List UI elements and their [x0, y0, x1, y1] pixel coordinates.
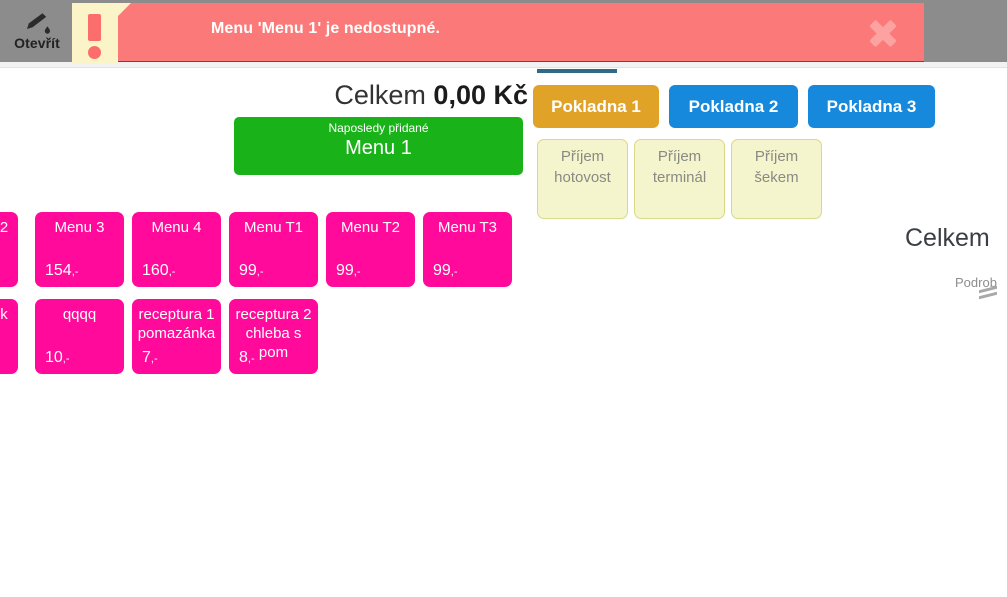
- product-tile[interactable]: Menu 3 154,-: [35, 212, 124, 287]
- last-added-card[interactable]: Naposledy přidané Menu 1: [234, 117, 523, 175]
- right-detail-label: Podrob: [955, 275, 997, 290]
- product-tile[interactable]: Menu T1 99,-: [229, 212, 318, 287]
- product-price: 8,-: [239, 349, 255, 366]
- product-name: qqqq: [62, 306, 97, 323]
- product-tile[interactable]: 2: [0, 212, 18, 287]
- alert-message: Menu 'Menu 1' je nedostupné.: [211, 20, 441, 37]
- product-price: 99,-: [336, 262, 361, 279]
- product-name: Menu 4: [151, 219, 202, 236]
- exclamation-dot: [88, 46, 101, 59]
- product-price: 7,-: [142, 349, 158, 366]
- alert-body: Menu 'Menu 1' je nedostupné.: [118, 3, 924, 63]
- product-tile[interactable]: qqqq 10,-: [35, 299, 124, 374]
- right-total-label: Celkem: [905, 224, 990, 252]
- order-total-label: Celkem: [334, 80, 426, 110]
- product-tile[interactable]: Menu T3 99,-: [423, 212, 512, 287]
- order-total: Celkem 0,00 Kč: [183, 80, 528, 111]
- open-drawer-button[interactable]: Otevřít: [4, 2, 70, 60]
- product-name: receptura 1 pomazánka: [137, 306, 216, 342]
- register-tab-1[interactable]: Pokladna 1: [533, 85, 659, 128]
- product-name: receptura 2 chleba s pom: [235, 306, 312, 361]
- product-name: Menu 3: [54, 219, 105, 236]
- top-toolbar: Otevřít Menu 'Menu 1' je nedostupné.: [0, 0, 1007, 68]
- register-tab-3[interactable]: Pokladna 3: [808, 85, 935, 128]
- product-tile[interactable]: Menu T2 99,-: [326, 212, 415, 287]
- product-tile[interactable]: k: [0, 299, 18, 374]
- product-tile[interactable]: receptura 1 pomazánka 7,-: [132, 299, 221, 374]
- product-tile[interactable]: Menu 4 160,-: [132, 212, 221, 287]
- close-icon[interactable]: [866, 17, 898, 49]
- active-register-underline: [537, 69, 617, 73]
- product-price: 99,-: [239, 262, 264, 279]
- product-tile[interactable]: receptura 2 chleba s pom 8,-: [229, 299, 318, 374]
- product-name: Menu T2: [341, 219, 400, 236]
- last-added-value: Menu 1: [345, 137, 412, 159]
- toolbar-seam: [0, 62, 1007, 68]
- order-total-amount: 0,00 Kč: [433, 80, 528, 110]
- last-added-caption: Naposledy přidané: [328, 121, 429, 135]
- exclamation-bar: [88, 14, 101, 41]
- product-price: 99,-: [433, 262, 458, 279]
- open-drawer-label: Otevřít: [14, 35, 60, 51]
- payment-terminal-button[interactable]: Příjem terminál: [634, 139, 725, 219]
- product-price: 160,-: [142, 262, 176, 279]
- product-price: 10,-: [45, 349, 70, 366]
- alert-banner: Menu 'Menu 1' je nedostupné.: [72, 3, 924, 63]
- product-name: Menu T1: [244, 219, 303, 236]
- payment-cheque-button[interactable]: Příjem šekem: [731, 139, 822, 219]
- product-name: 2: [0, 219, 9, 236]
- product-price: 154,-: [45, 262, 79, 279]
- exclamation-icon: [72, 3, 118, 63]
- product-name: Menu T3: [438, 219, 497, 236]
- alert-icon-notch: [118, 3, 131, 16]
- double-chevron-icon[interactable]: [979, 285, 1001, 302]
- bottle-pour-icon: [22, 11, 52, 35]
- payment-cash-button[interactable]: Příjem hotovost: [537, 139, 628, 219]
- product-name: k: [0, 306, 8, 323]
- register-tab-2[interactable]: Pokladna 2: [669, 85, 798, 128]
